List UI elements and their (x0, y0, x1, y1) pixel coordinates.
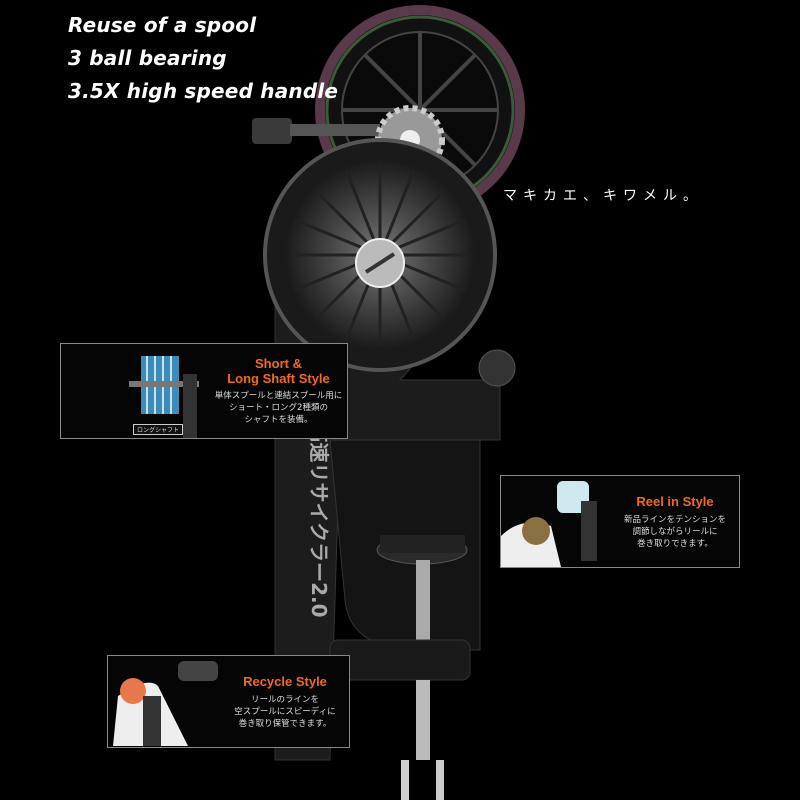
feature-description: 単体スプールと連結スプール用に ショート・ロング2種類の シャフトを装備。 (214, 391, 343, 425)
headline-line-1: Reuse of a spool (68, 13, 257, 37)
headline-line-3: 3.5X high speed handle (68, 79, 339, 103)
feature-title: Short & Long Shaft Style (227, 356, 330, 386)
body-frame (263, 138, 516, 761)
feature-description: リールのラインを 空スプールにスピーディに 巻き取り保管できます。 (234, 695, 336, 729)
image-label: ロングシャフト (133, 424, 184, 435)
knob (252, 118, 380, 144)
feature-panel-short-long-shaft: ロングシャフト Short & Long Shaft Style 単体スプールと… (60, 343, 348, 439)
headline-line-2: 3 ball bearing (68, 46, 227, 70)
spool-shaft-image (129, 356, 199, 438)
feature-panel-reel-in: Reel in Style 新品ラインをテンションを 調節しながらリールに 巻き… (500, 475, 740, 568)
feature-panel-recycle: Recycle Style リールのラインを 空スプールにスピーディに 巻き取り… (107, 655, 350, 748)
clamp (329, 535, 471, 800)
feature-title: Recycle Style (243, 674, 327, 689)
reel-in-image (501, 481, 597, 567)
recycle-image (113, 661, 218, 746)
feature-description: 新品ラインをテンションを 調節しながらリールに 巻き取りできます。 (623, 515, 726, 549)
tagline: マキカエ、キワメル。 (503, 188, 703, 204)
feature-title: Reel in Style (636, 494, 714, 509)
product-logo: 高速リサイクラー2.0 (307, 422, 331, 617)
